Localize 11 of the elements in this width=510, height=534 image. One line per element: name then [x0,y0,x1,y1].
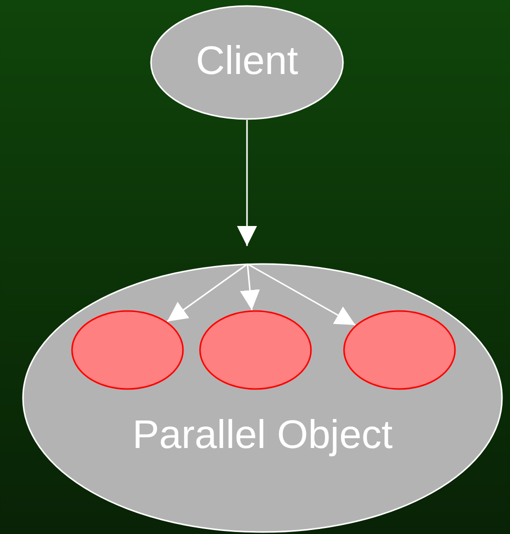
arrow [247,263,356,326]
ellipse-node [150,5,344,120]
arrow [237,120,257,246]
ellipse-shape [199,310,312,390]
node-label: Parallel Object [131,412,394,458]
arrow [166,263,248,322]
node-label: Client [194,38,300,84]
ellipse-node [22,263,503,533]
arrow [240,264,260,310]
ellipse-shape [343,310,456,390]
ellipse-shape [71,310,184,390]
